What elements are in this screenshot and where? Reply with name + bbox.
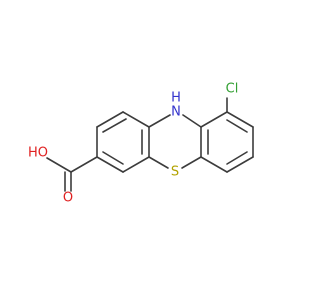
atom-labels: H N S Cl O HO (28, 82, 238, 206)
bond (70, 156, 98, 173)
bond (226, 151, 248, 165)
bond (182, 114, 202, 128)
bond (200, 111, 228, 128)
oxygen-double-bond-label: O (63, 191, 73, 206)
sulfur-atom-label: S (171, 165, 179, 180)
chlorine-atom-label: Cl (226, 82, 239, 97)
bond (226, 119, 248, 133)
bond (148, 156, 169, 169)
bond (122, 156, 150, 173)
bond (96, 156, 124, 173)
bonds (46, 97, 254, 192)
bond (46, 157, 72, 173)
bond (226, 156, 254, 173)
bond (96, 111, 124, 128)
hydroxyl-label: HO (28, 146, 48, 161)
bond (200, 156, 228, 173)
bond (122, 111, 150, 128)
bond (181, 156, 202, 169)
bond (226, 111, 254, 128)
nitrogen-atom-label: N (171, 105, 181, 120)
bond (148, 114, 171, 128)
bond (102, 118, 127, 133)
bond (102, 151, 124, 165)
phenothiazine-structure: H N S Cl O HO (28, 82, 254, 206)
nitrogen-hydrogen-label: H (171, 91, 181, 106)
